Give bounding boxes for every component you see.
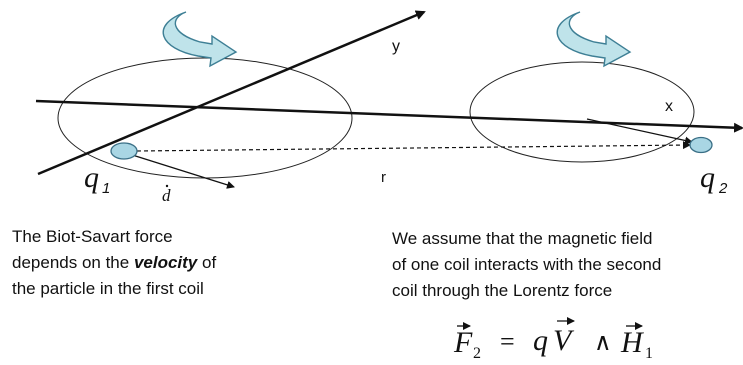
caption-lorentz: We assume that the magnetic field of one… <box>392 226 742 304</box>
caption-left-emphasis: velocity <box>133 253 198 272</box>
caption-right-line-1: We assume that the magnetic field <box>392 229 653 248</box>
particle-q2 <box>689 136 713 154</box>
caption-left-line-1: The Biot-Savart force <box>12 227 173 246</box>
charge-q1-label: q 1 <box>84 161 110 197</box>
rotation-arrow-icon-2 <box>556 11 632 68</box>
charge-q2-subscript: 2 <box>718 180 728 197</box>
caption-left-line-3: the particle in the first coil <box>12 279 204 298</box>
eq-wedge: ∧ <box>594 330 612 356</box>
eq-equals: = <box>500 327 515 356</box>
x-axis-line <box>35 99 743 133</box>
caption-left-line-2: depends on the velocity of <box>12 250 332 276</box>
charge-q2-symbol: q <box>700 161 715 194</box>
caption-right-line-3: coil through the Lorentz force <box>392 281 613 300</box>
y-axis-line <box>37 10 426 176</box>
separation-dashed-line <box>136 141 691 152</box>
eq-H-sub: 1 <box>645 345 653 362</box>
eq-H: H <box>620 326 645 359</box>
caption-right-line-2: of one coil interacts with the second <box>392 255 662 274</box>
eq-F-sub: 2 <box>473 345 481 362</box>
charge-q2-label: q 2 <box>700 161 728 197</box>
velocity-label: d <box>162 184 171 205</box>
charge-q1-symbol: q <box>84 161 99 194</box>
particle-q1 <box>110 142 138 160</box>
coil-2 <box>469 61 695 163</box>
distance-label: r <box>381 169 386 186</box>
caption-left-line-2-post: of <box>197 253 217 272</box>
charge-q1-subscript: 1 <box>102 180 110 197</box>
lorentz-equation: F 2 = q V ∧ H 1 <box>453 317 653 362</box>
y-axis-label: y <box>392 38 400 55</box>
x-axis-label: x <box>665 98 673 115</box>
eq-q: q <box>533 324 548 357</box>
eq-F: F <box>453 326 473 359</box>
coil-1 <box>57 57 353 179</box>
velocity-arrow <box>125 152 235 189</box>
rotation-arrow-icon-1 <box>162 11 238 68</box>
caption-left-line-2-pre: depends on the <box>12 253 134 272</box>
caption-biot-savart: The Biot-Savart force depends on the vel… <box>12 224 332 302</box>
coil-2-radius-arrow <box>586 118 693 145</box>
eq-V: V <box>553 324 575 357</box>
velocity-symbol: d <box>162 186 171 205</box>
